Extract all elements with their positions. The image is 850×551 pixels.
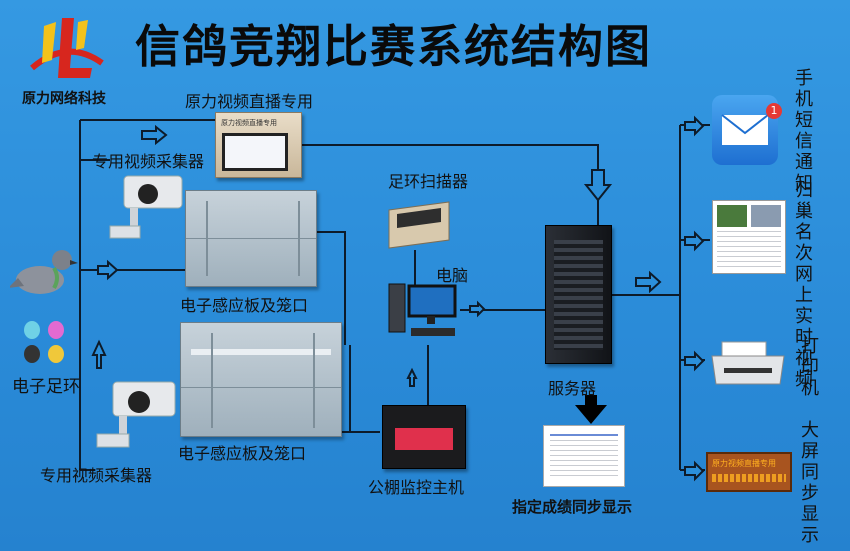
computer-label: 电脑 xyxy=(436,266,469,285)
induction-panel-bottom xyxy=(180,322,342,437)
camera-top-icon xyxy=(108,170,188,245)
arrow-right-2 xyxy=(97,259,119,281)
monitor-label: 公棚监控主机 xyxy=(368,478,465,497)
arrow-up-2 xyxy=(406,367,418,387)
panel-top-label: 电子感应板及笼口 xyxy=(180,296,309,315)
results-document xyxy=(543,425,625,487)
printer-label: 打印机 xyxy=(801,336,819,399)
arrow-down-1 xyxy=(583,169,613,202)
arrow-right-1 xyxy=(141,124,168,146)
arrow-right-4 xyxy=(469,300,486,318)
arrow-up-1 xyxy=(91,339,107,369)
logo xyxy=(22,8,112,88)
server-icon xyxy=(545,225,612,364)
led-screen: 原力视频直播专用 xyxy=(706,452,792,492)
live-screen-label: 原力视频直播专用 xyxy=(221,119,277,127)
electronic-ring-icon xyxy=(18,318,80,368)
web-video-icon xyxy=(712,200,786,274)
sms-label: 手机短信通知 xyxy=(795,68,813,194)
led-screen-text: 原力视频直播专用 xyxy=(712,459,776,468)
computer-icon xyxy=(385,280,460,346)
camera-top-label: 专用视频采集器 xyxy=(92,152,205,171)
ring-label: 电子足环 xyxy=(12,377,80,397)
results-label: 指定成绩同步显示 xyxy=(512,498,633,516)
logo-text: 原力网络科技 xyxy=(22,91,106,107)
sms-mail-icon: 1 xyxy=(712,95,782,165)
monitor-host-icon xyxy=(382,405,466,469)
printer-icon xyxy=(708,340,788,390)
scanner-label: 足环扫描器 xyxy=(388,172,469,191)
live-stream-box: 原力视频直播专用 xyxy=(215,112,302,178)
logo-mark-icon xyxy=(30,18,104,78)
camera-bottom-label: 专用视频采集器 xyxy=(40,466,153,485)
server-label: 服务器 xyxy=(548,379,597,398)
panel-bottom-label: 电子感应板及笼口 xyxy=(178,444,307,463)
notification-badge: 1 xyxy=(766,103,782,119)
live-label: 原力视频直播专用 xyxy=(185,92,314,111)
scanner-icon xyxy=(385,192,453,250)
web-label: 归巢名次网上实时视频 xyxy=(795,180,813,390)
bigscreen-label: 大屏同步显示 xyxy=(801,420,819,546)
live-screen xyxy=(222,133,288,171)
camera-bottom-icon xyxy=(95,378,180,453)
pigeon-icon xyxy=(8,238,80,306)
arrow-down-solid xyxy=(575,395,607,424)
induction-panel-top xyxy=(185,190,317,287)
page-title: 信鸽竞翔比赛系统结构图 xyxy=(135,20,653,73)
arrow-right-3 xyxy=(635,270,662,294)
